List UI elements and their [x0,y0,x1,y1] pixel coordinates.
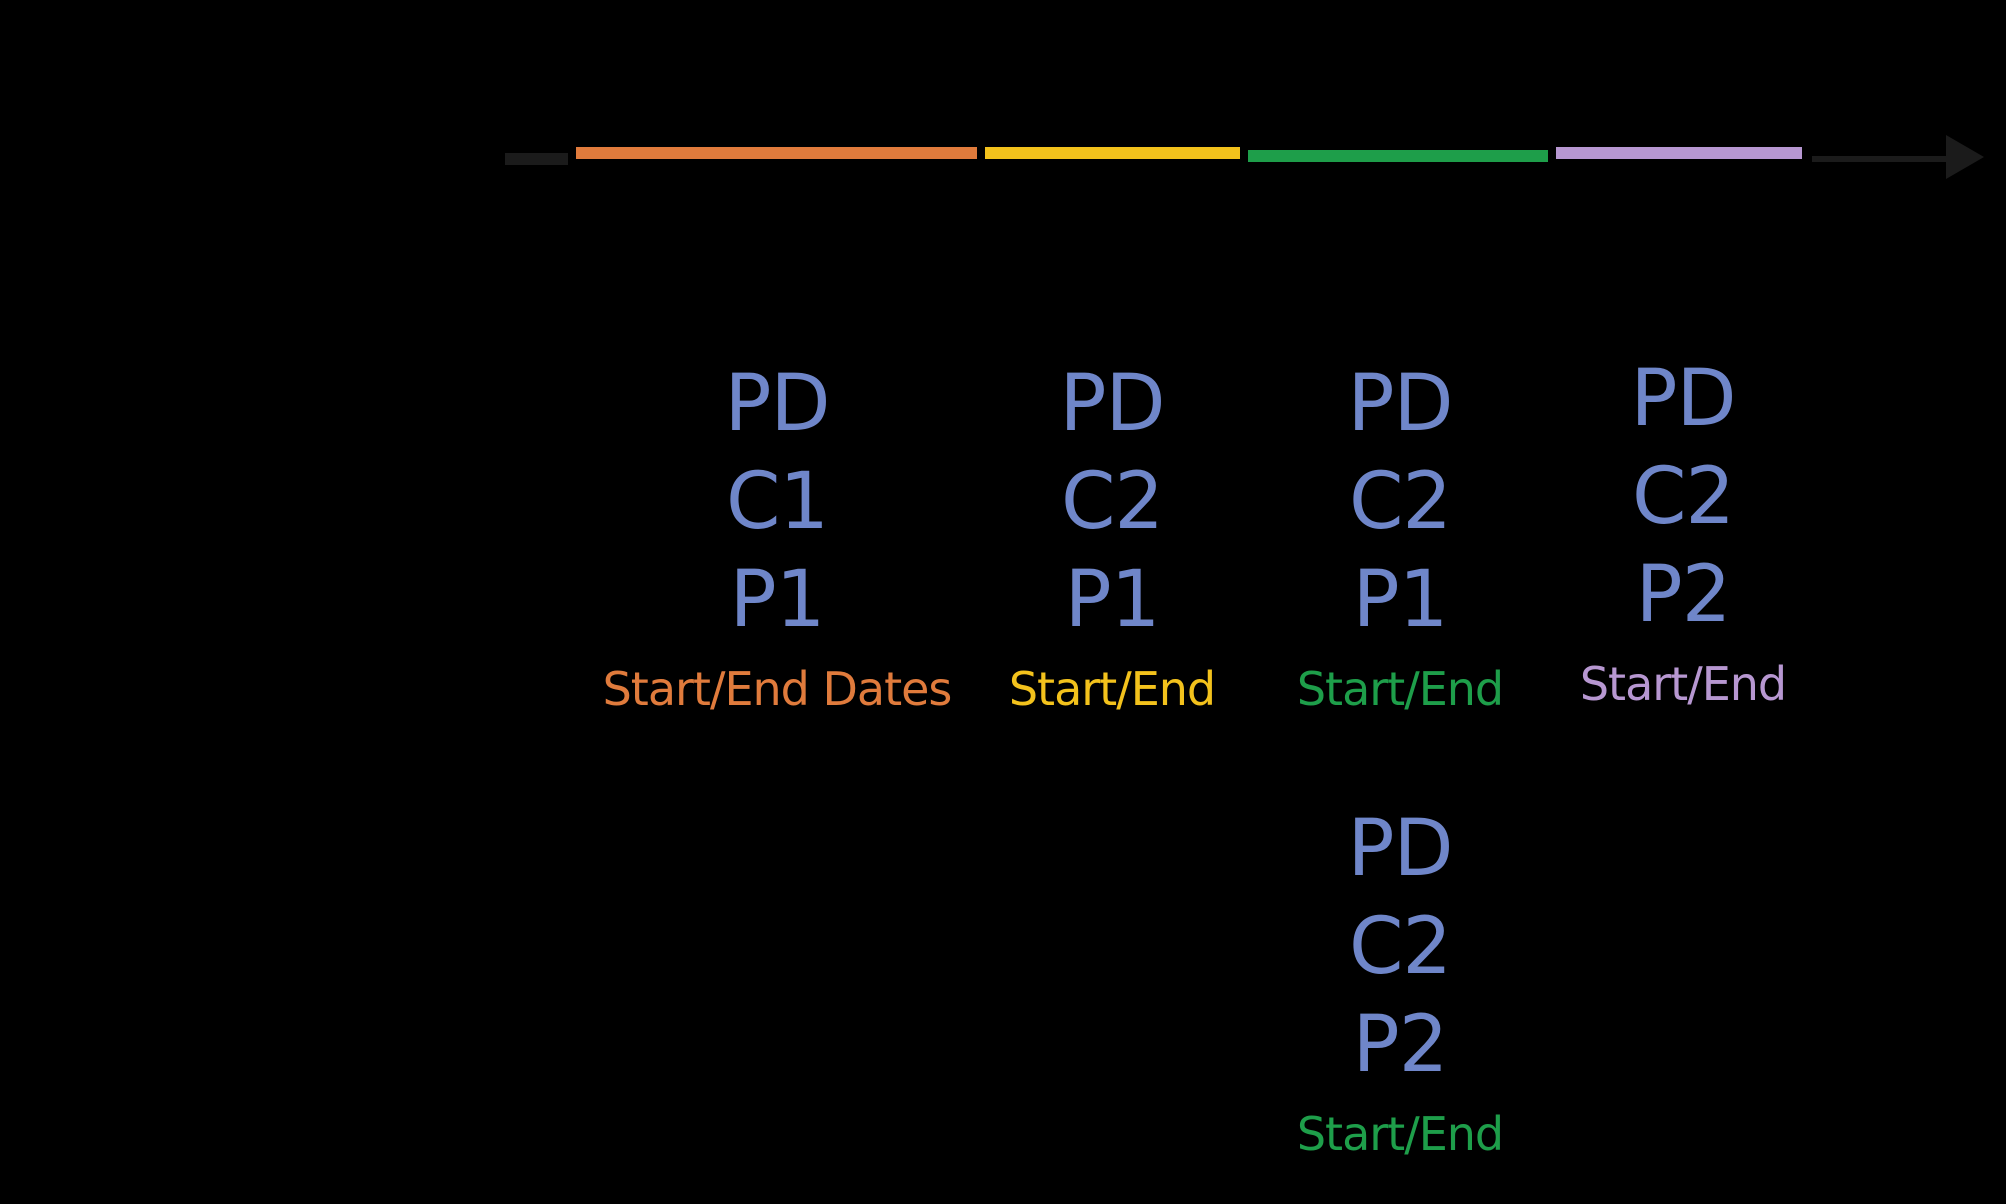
p-label: P1 [1352,555,1449,645]
column-1: PD C1 P1 Start/End Dates [597,355,957,721]
date-label: Start/End [1296,1107,1504,1161]
pd-label: PD [724,359,830,449]
c-label: C2 [1631,452,1735,542]
c-label: C2 [1348,457,1452,547]
timeline-arrowhead [1946,135,1984,179]
p-label: P1 [1064,555,1161,645]
c-label: C2 [1060,457,1164,547]
p-label: P2 [1352,1000,1449,1090]
pd-label: PD [1630,354,1736,444]
column-5: PD C2 P2 Start/End [1220,800,1580,1166]
pd-label: PD [1347,804,1453,894]
pd-label: PD [1059,359,1165,449]
date-label: Start/End [1296,662,1504,716]
date-label: Start/End [1008,662,1216,716]
c-label: C2 [1348,902,1452,992]
timeline [505,135,1984,179]
c-label: C1 [725,457,829,547]
date-label: Start/End [1579,657,1787,711]
column-2: PD C2 P1 Start/End [932,355,1292,721]
column-4: PD C2 P2 Start/End [1503,350,1863,716]
column-3: PD C2 P1 Start/End [1220,355,1580,721]
date-label: Start/End Dates [602,662,953,716]
pd-label: PD [1347,359,1453,449]
p-label: P2 [1635,550,1732,640]
p-label: P1 [729,555,826,645]
